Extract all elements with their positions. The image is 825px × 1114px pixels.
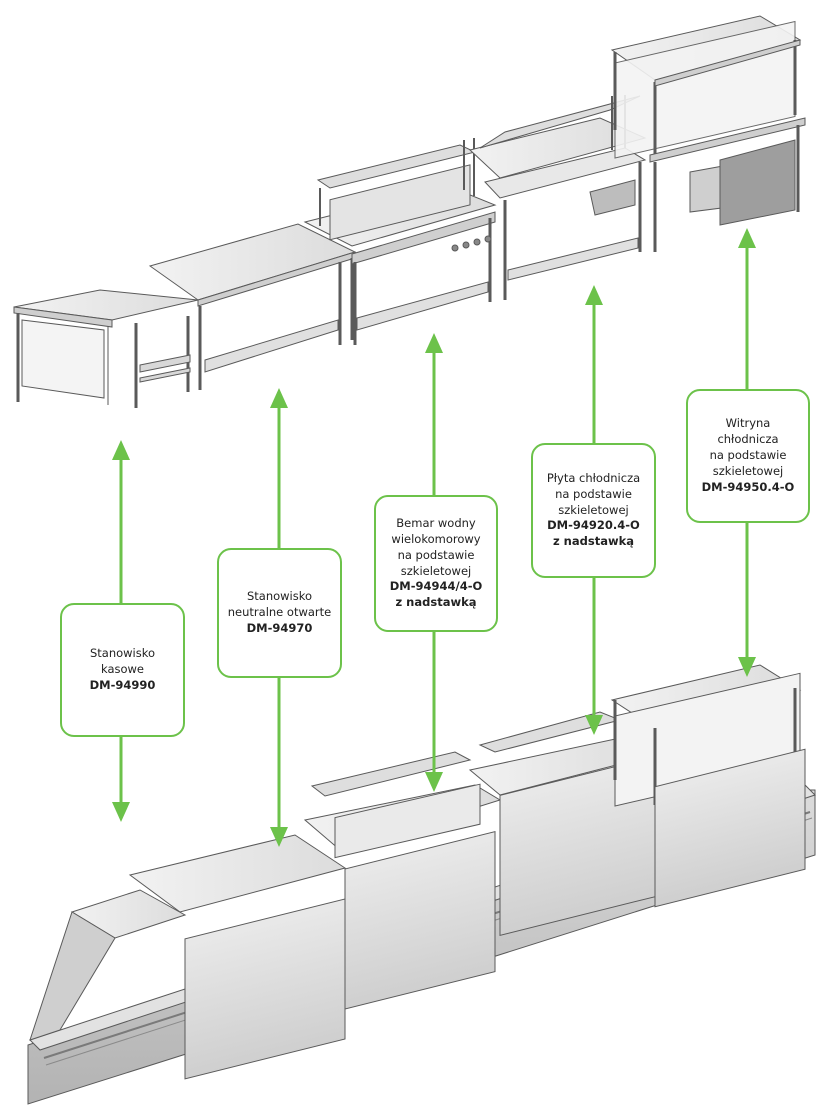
label-text: Stanowisko: [89, 646, 156, 661]
cold-plate-frame-unit: [468, 95, 647, 300]
bain-marie-frame-unit: [303, 138, 497, 345]
label-text: Płyta chłodnicza: [546, 470, 641, 485]
label-text: na podstawie: [397, 547, 475, 562]
label-text: na podstawie: [709, 448, 787, 463]
arrows: [112, 228, 756, 847]
open-frame-counter-line: [13, 15, 806, 408]
label-text: chłodnicza: [717, 432, 779, 447]
label-vitrine: Witryna chłodnicza na podstawie szkielet…: [686, 389, 810, 523]
label-text: kasowe: [100, 662, 144, 677]
neutral-station-frame-unit: [148, 223, 357, 390]
product-code: DM-94970: [246, 620, 313, 635]
label-text: szkieletowej: [712, 463, 784, 478]
product-code: DM-94950.4-O: [701, 479, 795, 494]
label-text: Witryna: [725, 416, 771, 431]
vitrine-frame-unit: [610, 15, 806, 252]
product-code: DM-94990: [89, 677, 156, 692]
label-text: Bemar wodny: [396, 515, 476, 530]
label-text: szkieletowej: [558, 502, 629, 517]
label-cold-plate: Płyta chłodnicza na podstawie szkieletow…: [531, 443, 656, 578]
label-bain-marie: Bemar wodny wielokomorowy na podstawie s…: [374, 495, 498, 632]
cash-station-frame-unit: [13, 289, 199, 408]
product-code: z nadstawką: [552, 534, 634, 549]
label-text: wielokomorowy: [391, 531, 481, 546]
closed-counter-line: [27, 664, 816, 1105]
product-code: DM-94920.4-O: [547, 518, 640, 533]
label-text: Stanowisko: [246, 589, 313, 604]
label-text: na podstawie: [555, 486, 632, 501]
label-text: szkieletowej: [400, 563, 472, 578]
product-code: DM-94944/4-O: [389, 579, 483, 594]
label-neutral-station: Stanowisko neutralne otwarte DM-94970: [217, 548, 342, 678]
product-code: z nadstawką: [395, 595, 477, 610]
label-cash-station: Stanowisko kasowe DM-94990: [60, 603, 185, 737]
label-text: neutralne otwarte: [227, 605, 332, 620]
